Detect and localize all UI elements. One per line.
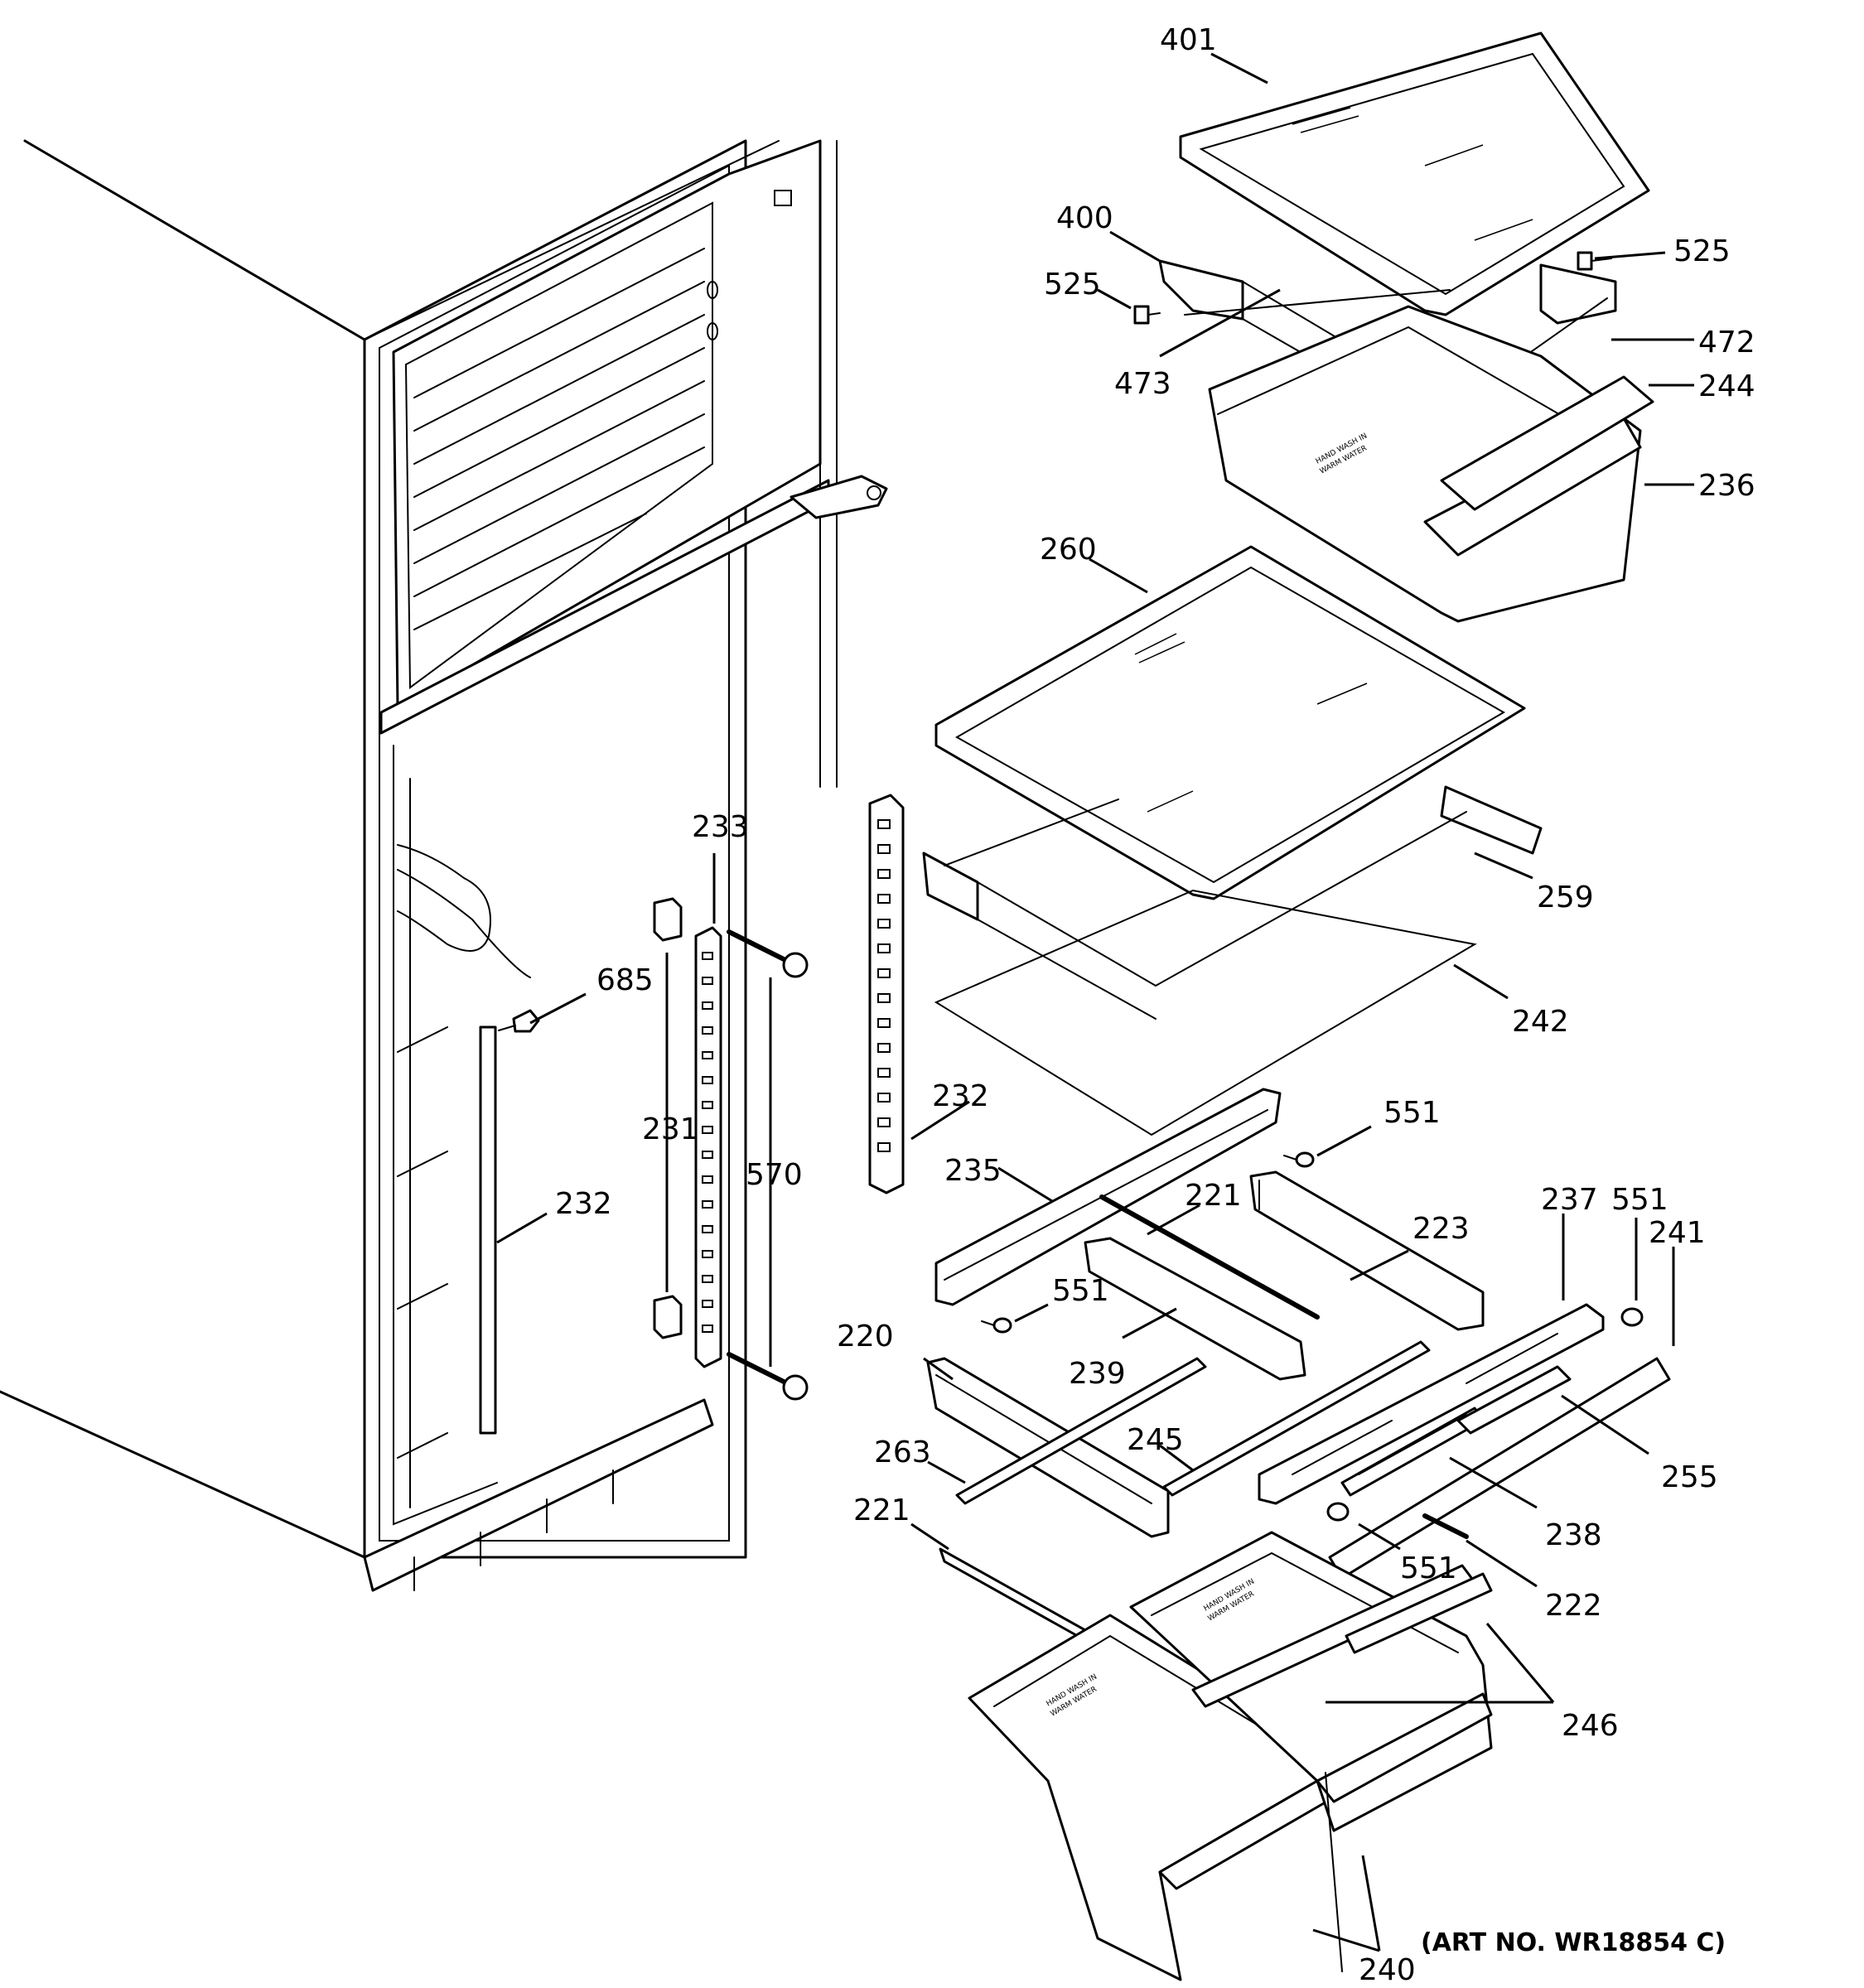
callout-400: 400 xyxy=(1056,201,1113,235)
right-shelf-standard-232 xyxy=(868,794,905,1194)
callout-525-right: 525 xyxy=(1673,234,1731,268)
callout-220: 220 xyxy=(837,1320,894,1353)
callout-259: 259 xyxy=(1537,881,1594,914)
humidity-slide-255 xyxy=(1456,1365,1572,1435)
screw-551-d xyxy=(1326,1502,1350,1522)
left-support-rail-232 xyxy=(479,1025,497,1435)
strip-263 xyxy=(955,1357,1207,1505)
callout-551-d: 551 xyxy=(1400,1551,1457,1585)
leader-lines xyxy=(496,52,1694,1952)
callout-570: 570 xyxy=(746,1158,803,1192)
top-glass-shelf-401 xyxy=(1179,31,1650,316)
screw-685 xyxy=(498,1009,540,1033)
callout-231: 231 xyxy=(642,1112,699,1146)
glass-shelf-260 xyxy=(934,545,1526,900)
callout-232-right: 232 xyxy=(932,1079,989,1113)
callout-233: 233 xyxy=(692,810,749,844)
pan-cover-244 xyxy=(1440,375,1654,511)
rod-222 xyxy=(1422,1513,1469,1539)
callout-551-c: 551 xyxy=(1611,1183,1668,1217)
shelf-panel-242 xyxy=(934,889,1477,1136)
screws-570 xyxy=(727,929,809,1401)
fresh-food-compartment xyxy=(393,745,531,1526)
callout-238: 238 xyxy=(1545,1518,1602,1552)
bracket-237 xyxy=(1258,1303,1605,1505)
drawer-covers-246 xyxy=(1191,1564,1493,1708)
screw-551-a xyxy=(1283,1151,1315,1168)
callout-241: 241 xyxy=(1649,1216,1706,1250)
screw-525-left xyxy=(1133,305,1161,325)
screw-525-right xyxy=(1577,251,1612,271)
callout-551-b: 551 xyxy=(1052,1274,1109,1308)
strip-245 xyxy=(1162,1340,1431,1497)
callout-551-a: 551 xyxy=(1384,1096,1441,1130)
art-number: (ART NO. WR18854 C) xyxy=(1421,1928,1726,1957)
callout-labels: 401 400 525 525 473 472 244 236 260 259 … xyxy=(555,23,1755,1987)
shelf-frame-259 xyxy=(922,785,1543,1020)
pan-236: HAND WASH IN WARM WATER xyxy=(1208,305,1642,623)
screw-551-c xyxy=(1620,1307,1644,1327)
slide-rail-239 xyxy=(1084,1237,1306,1381)
callout-245: 245 xyxy=(1127,1423,1184,1457)
callout-260: 260 xyxy=(1040,533,1097,567)
callout-239: 239 xyxy=(1069,1357,1126,1391)
callout-221-lower: 221 xyxy=(853,1493,910,1527)
support-caps-231 xyxy=(653,897,683,1339)
callout-242: 242 xyxy=(1512,1005,1569,1039)
shelf-support-233 xyxy=(694,926,722,1368)
crossbar-235 xyxy=(934,1088,1282,1306)
callout-223: 223 xyxy=(1412,1212,1470,1246)
callout-525-left: 525 xyxy=(1044,268,1101,302)
slide-rail-223 xyxy=(1249,1170,1485,1331)
callout-222: 222 xyxy=(1545,1589,1602,1623)
callout-236: 236 xyxy=(1698,469,1755,503)
callout-685: 685 xyxy=(596,963,654,997)
callout-401: 401 xyxy=(1160,23,1217,57)
callout-244: 244 xyxy=(1698,369,1755,403)
rod-221-upper xyxy=(1099,1194,1320,1320)
callout-240: 240 xyxy=(1359,1953,1416,1987)
callout-263: 263 xyxy=(874,1436,931,1469)
callout-237: 237 xyxy=(1541,1183,1598,1217)
callout-232-left: 232 xyxy=(555,1187,612,1221)
callout-246: 246 xyxy=(1562,1709,1619,1743)
refrigerator-cabinet xyxy=(0,139,888,1592)
screw-551-b xyxy=(981,1317,1012,1334)
callout-472: 472 xyxy=(1698,326,1755,359)
callout-221-upper: 221 xyxy=(1185,1179,1242,1213)
callout-235: 235 xyxy=(944,1154,1002,1188)
callout-255: 255 xyxy=(1661,1460,1718,1494)
callout-473: 473 xyxy=(1114,367,1171,401)
